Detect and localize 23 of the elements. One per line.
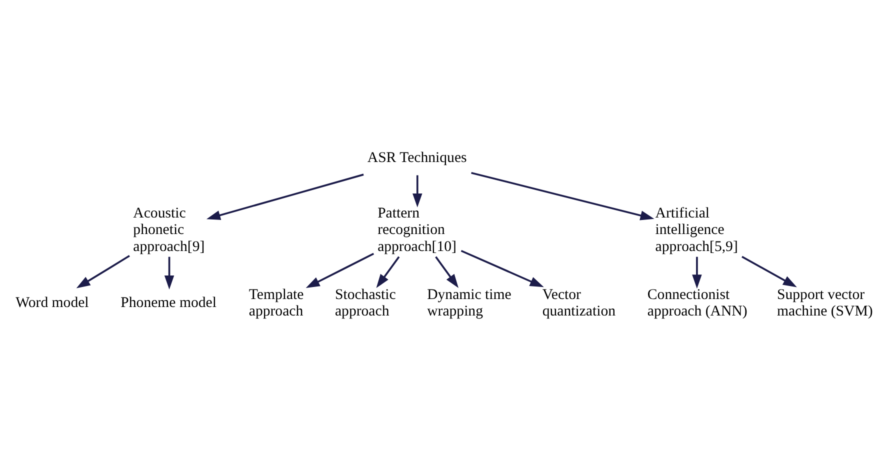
node-text: ASR Techniques <box>367 150 467 166</box>
arrow <box>692 256 702 289</box>
node-text: Word model <box>16 295 89 312</box>
arrow <box>164 256 174 290</box>
node-text: Acoustic phonetic approach[9] <box>133 205 205 255</box>
arrow <box>471 172 654 220</box>
arrow <box>742 256 797 288</box>
arrow <box>376 256 400 288</box>
node-text: Support vector machine (SVM) <box>777 286 873 320</box>
node-text: Artificial intelligence approach[5,9] <box>655 205 738 255</box>
node-text: Phoneme model <box>120 295 216 312</box>
arrow <box>206 174 364 220</box>
arrow <box>412 175 422 208</box>
arrow <box>76 255 130 288</box>
node-text: Pattern recognition approach[10] <box>378 205 456 255</box>
node-text: Connectionist approach (ANN) <box>647 286 748 320</box>
node-text: Stochastic approach <box>334 286 396 320</box>
arrow <box>435 256 459 288</box>
node-text: Vector quantization <box>542 286 616 320</box>
arrow <box>460 250 544 288</box>
node-text: Template approach <box>248 286 304 320</box>
arrow <box>306 252 374 288</box>
node-text: Dynamic time wrapping <box>427 286 512 320</box>
